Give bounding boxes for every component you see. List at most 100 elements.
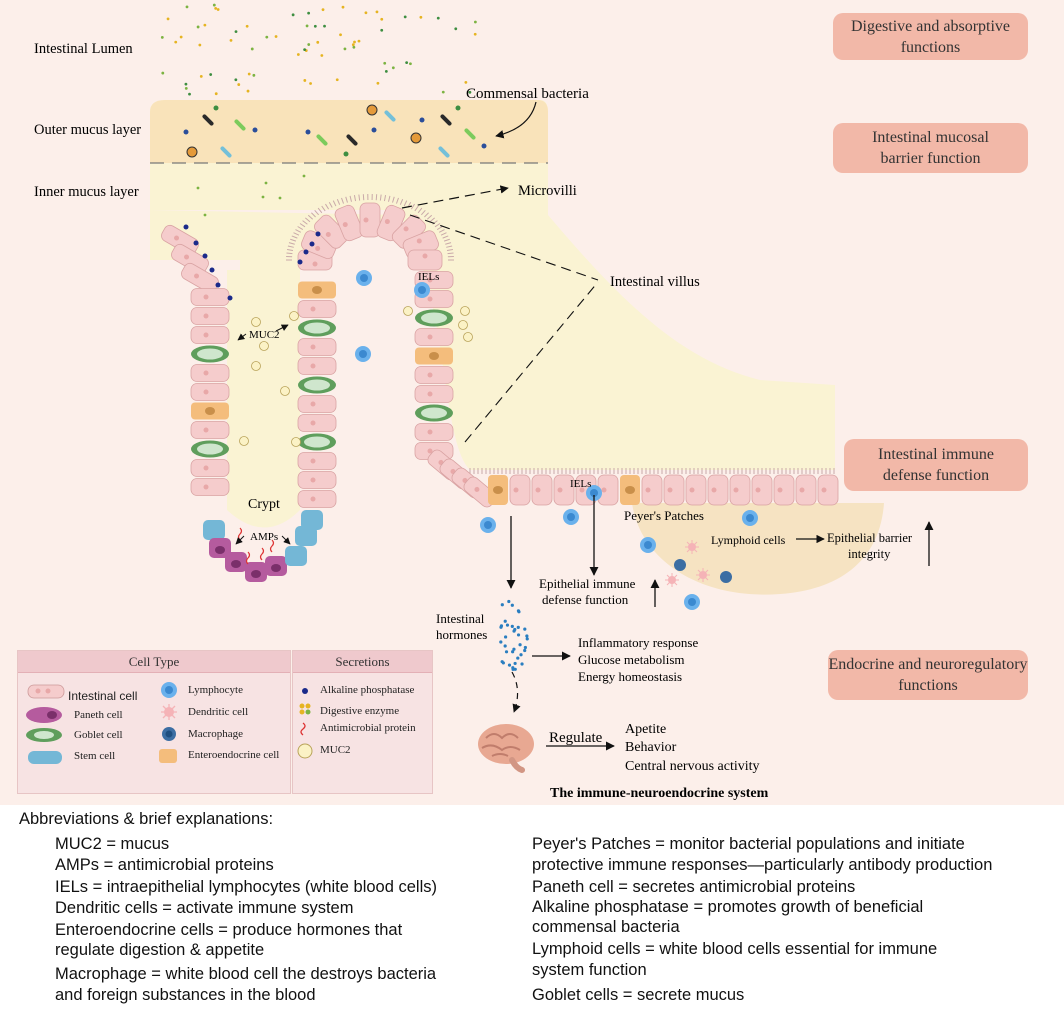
label-iels-base: IELs [570, 478, 591, 490]
alkaline-phosphatase [193, 240, 199, 246]
epi-cell [597, 474, 619, 506]
epi-cell [407, 249, 443, 271]
abbr-right-3: Alkaline phosphatase = promotes growth o… [532, 898, 924, 916]
digestive-enzyme-particle [185, 5, 189, 9]
entero-cell [191, 402, 229, 420]
digestive-enzyme-particle [303, 48, 307, 52]
macrophage [674, 559, 686, 571]
legend-dendritic: Dendritic cell [188, 706, 249, 718]
hormone-dot [518, 643, 522, 647]
label-hormones-2: hormones [436, 627, 487, 642]
hormone-dot [516, 625, 520, 629]
epi-cell [707, 474, 729, 506]
commensal-bacterium [234, 119, 246, 131]
legend-paneth: Paneth cell [74, 709, 123, 721]
muc2-granule [251, 361, 261, 371]
mucus-particle [264, 181, 268, 185]
epi-cell [190, 421, 230, 439]
digestive-enzyme-particle [320, 54, 324, 57]
commensal-bacterium [343, 151, 349, 157]
muc2-granule [458, 320, 468, 330]
epi-cell [553, 474, 575, 506]
goblet-cell-icon [26, 728, 62, 742]
muc2-granule [259, 341, 269, 351]
commensal-bacterium [481, 143, 487, 149]
digestive-enzyme-particle [305, 24, 309, 28]
alkaline-phosphatase [215, 282, 221, 288]
digestive-enzyme-particle [174, 40, 178, 44]
label-iels-villus: IELs [418, 271, 439, 283]
digestive-enzyme-particle [234, 30, 238, 34]
entero-cell [620, 475, 640, 505]
outer-mucus-layer [150, 100, 548, 163]
digestive-enzyme-particle [357, 39, 361, 43]
brain-icon [478, 724, 534, 773]
epi-cell [297, 471, 337, 489]
commensal-bacterium [183, 129, 189, 135]
hormone-dot [504, 650, 509, 654]
epi-cell [641, 474, 663, 506]
alkaline-phosphatase [303, 249, 309, 255]
hormone-dot [516, 656, 520, 660]
goblet-cell [191, 440, 229, 458]
abbreviations-section: Abbreviations & brief explanations: MUC2… [0, 805, 1064, 1009]
digestive-enzyme-particle [246, 89, 250, 93]
legend-cell-title: Cell Type [18, 651, 290, 673]
mucus-particle [261, 195, 265, 199]
hormone-dot [499, 625, 503, 629]
digestive-enzyme-particle [343, 47, 347, 51]
commensal-bacterium [419, 117, 425, 123]
hormone-dot [507, 599, 511, 604]
label-inner-mucus: Inner mucus layer [34, 184, 139, 200]
digestive-enzyme-particle [247, 72, 251, 76]
mucus-particle [302, 174, 306, 178]
alkaline-phosphatase [202, 253, 208, 259]
legend-lymphocyte: Lymphocyte [188, 684, 243, 696]
muc2-granule [463, 332, 473, 342]
digestive-enzyme-particle [179, 35, 183, 39]
digestive-enzyme-particle [468, 90, 472, 94]
epi-cell [773, 474, 795, 506]
digestive-enzyme-particle [454, 27, 458, 31]
hormone-dot [512, 629, 516, 633]
epi-cell [297, 452, 337, 470]
abbr-right-0: Peyer's Patches = monitor bacterial popu… [532, 835, 965, 853]
alkaline-phosphatase [227, 295, 233, 301]
hormone-dot [517, 610, 521, 614]
digestive-enzyme-particle [405, 61, 409, 65]
digestive-enzyme-particle [291, 13, 295, 17]
dendritic-icon [161, 704, 177, 720]
digestive-enzyme-particle [419, 15, 423, 19]
hormone-dot [512, 647, 516, 651]
legend-secretion-icons [297, 688, 313, 759]
digestive-enzyme-particle [196, 25, 200, 29]
commensal-bacterium [220, 146, 232, 158]
hormone-dot [520, 662, 524, 666]
lumen-particles [160, 3, 487, 217]
legend-intestinal: Intestinal cell [68, 689, 138, 703]
digestive-enzyme-particle [198, 43, 202, 47]
digestive-enzyme-particle [353, 40, 356, 44]
abbr-left-0: MUC2 = mucus [55, 835, 170, 853]
commensal-arrow [495, 101, 537, 139]
function-barrier: Intestinal mucosal barrier function [833, 123, 1028, 173]
epi-cell [817, 474, 839, 506]
digestive-enzyme-particle [409, 62, 412, 66]
hormone-dot [499, 640, 503, 644]
label-microvilli: Microvilli [518, 183, 577, 199]
label-hormones-1: Intestinal [436, 611, 485, 626]
commensal-bacterium [440, 114, 452, 126]
muc2-granule [460, 306, 470, 316]
epi-cell [190, 288, 230, 306]
epi-cell [531, 474, 553, 506]
label-brain-1: Apetite [625, 722, 666, 737]
villus-pointer-top [409, 214, 599, 281]
paneth-cell [209, 538, 231, 558]
commensal-bacterium [384, 110, 396, 122]
epi-cell [663, 474, 685, 506]
digestive-enzyme-particle [245, 24, 249, 28]
crypt-lumen [227, 270, 300, 528]
goblet-cell [415, 404, 453, 422]
digestive-enzyme-particle [250, 47, 254, 51]
enteroendocrine-icon [159, 749, 177, 763]
